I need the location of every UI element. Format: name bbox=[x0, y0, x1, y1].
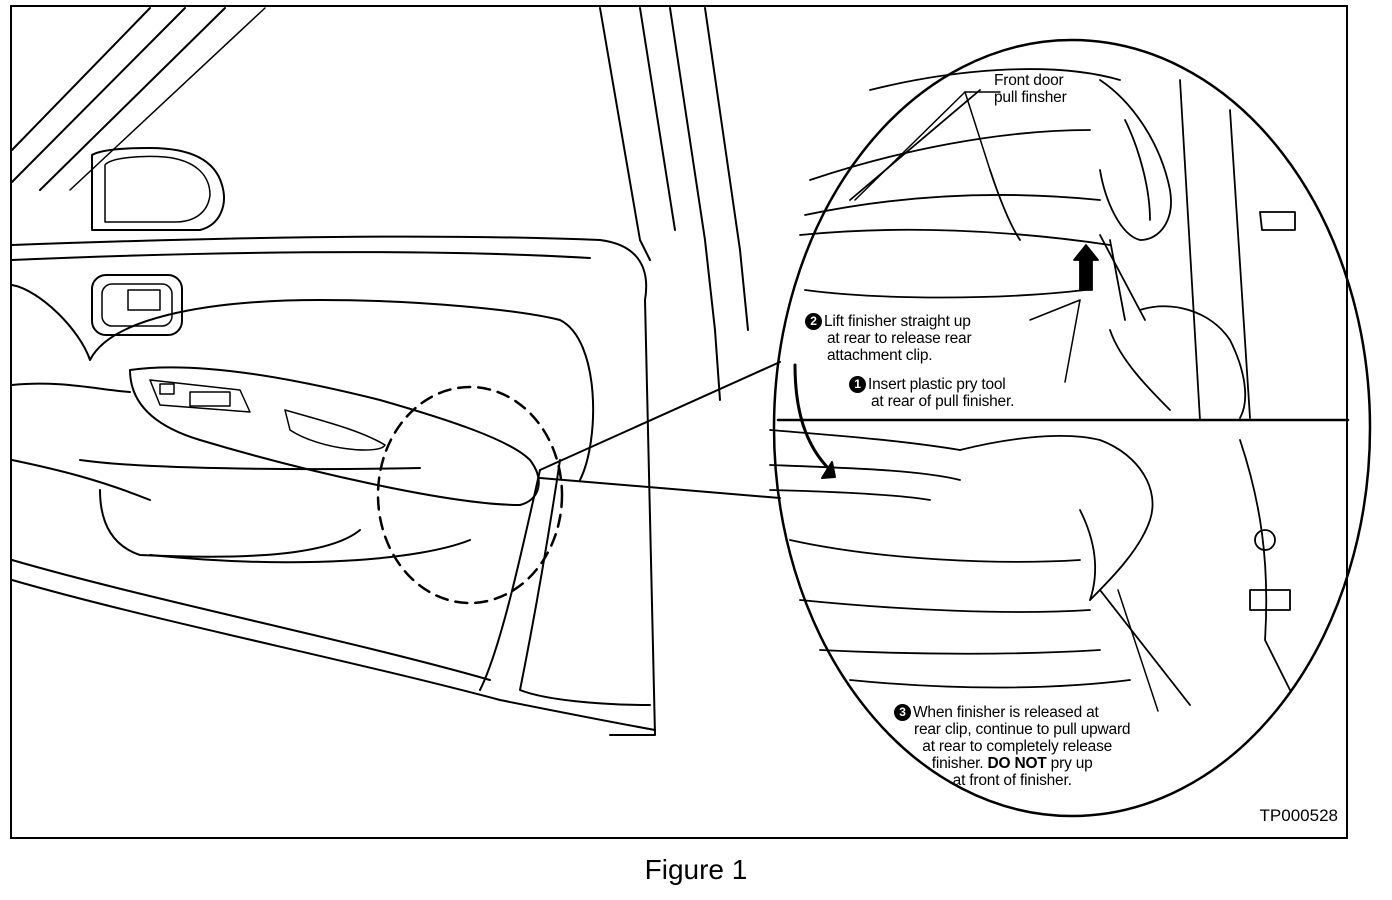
step-2-badge: 2 bbox=[805, 313, 822, 330]
callout-step-1-line2: at rear of pull finisher. bbox=[871, 393, 1015, 410]
callout-front-door-line1: Front door bbox=[994, 72, 1064, 89]
figure-frame bbox=[10, 5, 1348, 839]
inner-handle bbox=[91, 274, 183, 336]
zoom-circle bbox=[376, 385, 564, 605]
callout-step-3-text1: When finisher is released at bbox=[913, 704, 1099, 721]
callout-front-door: Front door pull finsher bbox=[994, 72, 1067, 106]
callout-front-door-line2: pull finsher bbox=[994, 89, 1067, 106]
zoom-line-upper bbox=[539, 361, 781, 471]
callout-step-3-line4-bold: DO NOT bbox=[987, 755, 1047, 772]
figure-caption: Figure 1 bbox=[644, 854, 748, 885]
curved-arrow bbox=[793, 363, 832, 472]
callout-step-3-line5: at front of finisher. bbox=[952, 772, 1072, 789]
figure-code: TP000528 bbox=[1259, 806, 1338, 825]
step-3-badge: 3 bbox=[894, 704, 911, 721]
armrest bbox=[129, 366, 540, 506]
callout-step-2-text1: Lift finisher straight up bbox=[824, 313, 971, 330]
step-1-badge: 1 bbox=[849, 376, 866, 393]
side-mirror bbox=[91, 147, 225, 231]
callout-step-2-line3: attachment clip. bbox=[827, 347, 933, 364]
lower-detail bbox=[769, 429, 1291, 706]
callout-step-3-line4-post: pry up bbox=[1046, 755, 1093, 772]
callout-step-3-line4: finisher. DO NOT pry up bbox=[894, 755, 1130, 772]
leader-lines bbox=[854, 91, 1159, 712]
callout-step-3-line3: at rear to completely release bbox=[922, 738, 1113, 755]
zoom-line-lower bbox=[539, 477, 781, 499]
window-frame bbox=[11, 7, 749, 401]
callout-step-3-line4-pre: finisher. bbox=[931, 755, 988, 772]
callout-step-3-line2: rear clip, continue to pull upward bbox=[914, 721, 1131, 738]
callout-step-1-text1: Insert plastic pry tool bbox=[868, 376, 1006, 393]
upper-detail bbox=[799, 68, 1296, 421]
curved-arrow-head bbox=[821, 461, 836, 479]
door-panel bbox=[11, 235, 656, 736]
callout-step-2-line2: at rear to release rear bbox=[827, 330, 972, 347]
detail-ellipse bbox=[772, 38, 1372, 818]
